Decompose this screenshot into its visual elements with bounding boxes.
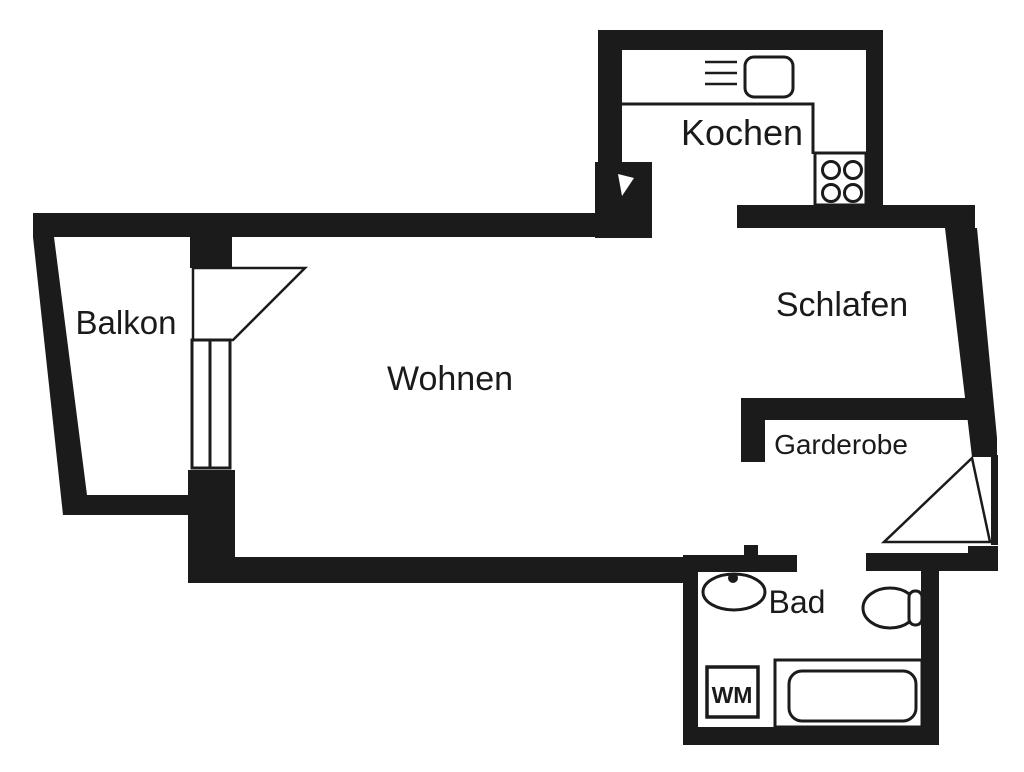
wall-kitchen-top [598,30,883,50]
wall-right-slanted [945,228,997,457]
toilet-cistern [907,589,924,627]
room-labels: Kochen Schlafen Wohnen Balkon Garderobe … [76,112,909,708]
label-bedroom: Schlafen [776,286,908,324]
label-bathroom: Bad [769,584,826,620]
kitchen-sink-icon [743,55,795,99]
wall-bath-top-left [683,555,797,572]
washing-machine-icon [705,665,760,719]
stove-burner [821,183,841,203]
sink-drainer-icon [705,60,737,86]
kitchen-fixtures [622,55,868,207]
washbasin-faucet-dot [728,573,738,583]
wall-balcony-door-stub [190,237,232,268]
label-living: Wohnen [387,360,513,398]
bathroom-fixtures [701,572,924,729]
stove-burner [843,183,863,203]
label-washing-machine: WM [712,682,753,708]
bathtub-inner [787,669,918,723]
wall-living-bottom [230,557,683,583]
wall-corridor-bottom [866,553,998,571]
label-wardrobe: Garderobe [774,429,908,460]
wall-bath-bottom [683,727,939,745]
wall-wardrobe-top [741,398,975,420]
wall-balcony-left-bottom [33,237,190,515]
label-balcony: Balkon [76,304,177,341]
stove-burner [843,160,863,180]
wall-bath-door-stub [744,545,758,557]
wall-bedroom-top [737,205,975,228]
balcony-door-swing-icon [191,266,309,342]
wall-bath-right [921,563,939,733]
wall-under-window-block [188,470,235,583]
label-kitchen: Kochen [681,112,803,153]
wall-living-top [33,213,652,237]
wall-kitchen-left-upper [598,30,622,166]
stove-burner [821,160,841,180]
kitchen-counter-line [622,102,815,154]
walls [33,30,998,745]
openings [190,266,992,544]
entry-door-swing-icon [880,455,992,544]
wall-bath-left [683,555,698,745]
kitchen-door-marker-icon [618,174,634,196]
wall-kitchen-right [866,30,883,228]
wall-wardrobe-left [741,398,765,462]
wall-entry-door-frame [991,455,998,545]
